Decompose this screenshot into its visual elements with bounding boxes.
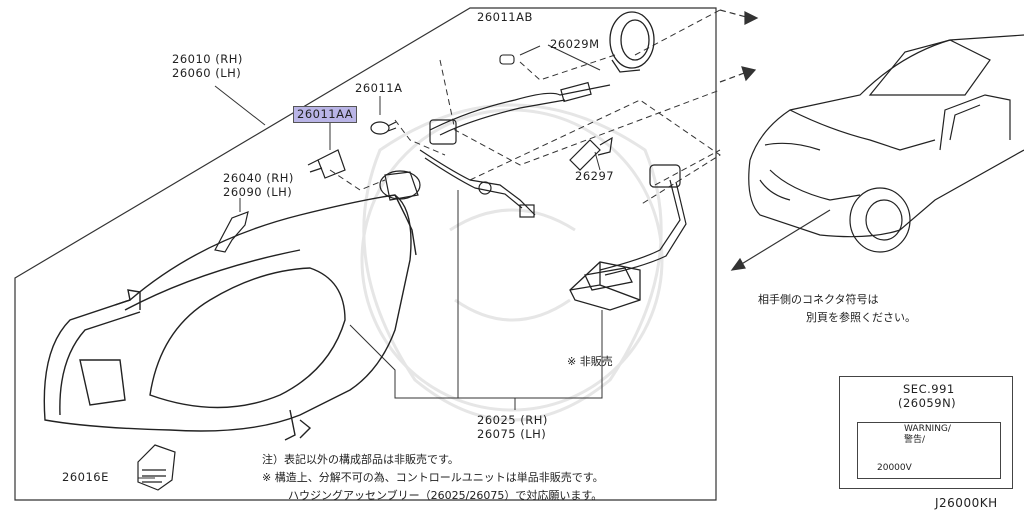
control-unit <box>569 261 641 311</box>
section-number: SEC.991 <box>903 382 955 396</box>
bulb-26011A <box>370 121 397 135</box>
label-26090: 26090 (LH) <box>223 185 293 199</box>
label-26025: 26025 (RH) <box>477 413 548 427</box>
section-part-number: (26059N) <box>898 396 957 410</box>
assembly-outline <box>14 7 717 501</box>
label-26011AB: 26011AB <box>477 10 533 24</box>
clip-26016E <box>137 444 176 491</box>
label-26297: 26297 <box>575 169 615 183</box>
label-26011AA-highlighted: 26011AA <box>293 106 358 123</box>
bulb-26011AA <box>307 149 346 179</box>
label-26016E: 26016E <box>62 470 109 484</box>
warning-text: WARNING/ <box>904 424 951 434</box>
footer-note-1: 注）表記以外の構成部品は非販売です。 <box>262 453 459 466</box>
connector-note-line2: 別頁を参照ください。 <box>806 311 916 324</box>
socket-26029M <box>609 11 655 73</box>
warning-label <box>857 422 1001 479</box>
bracket-part <box>214 211 249 253</box>
connector-note-line1: 相手側のコネクタ符号は <box>758 293 879 306</box>
bulb-26011AB <box>499 54 515 65</box>
direction-arrows <box>719 9 831 271</box>
warning-text-jp: 警告/ <box>904 435 926 445</box>
voltage-text: 20000V <box>877 463 912 473</box>
label-26060: 26060 (LH) <box>172 66 242 80</box>
label-26040: 26040 (RH) <box>223 171 294 185</box>
footer-note-2: ※ 構造上、分解不可の為、コントロールユニットは単品非販売です。 <box>262 471 604 484</box>
label-26075: 26075 (LH) <box>477 427 547 441</box>
label-26010: 26010 (RH) <box>172 52 243 66</box>
label-26029M: 26029M <box>550 37 600 51</box>
label-26011A: 26011A <box>355 81 403 95</box>
headlamp-housing <box>43 194 417 441</box>
wiring-harness <box>379 81 687 276</box>
leader-lines <box>138 44 603 479</box>
footer-note-3: ハウジングアッセンブリー（26025/26075）で対応願います。 <box>288 489 603 502</box>
not-sold-note: ※ 非販売 <box>567 355 613 368</box>
watermark <box>360 103 664 422</box>
vehicle-illustration <box>748 34 1024 253</box>
bulb-26297 <box>569 136 613 171</box>
figure-code: J26000KH <box>935 496 998 510</box>
